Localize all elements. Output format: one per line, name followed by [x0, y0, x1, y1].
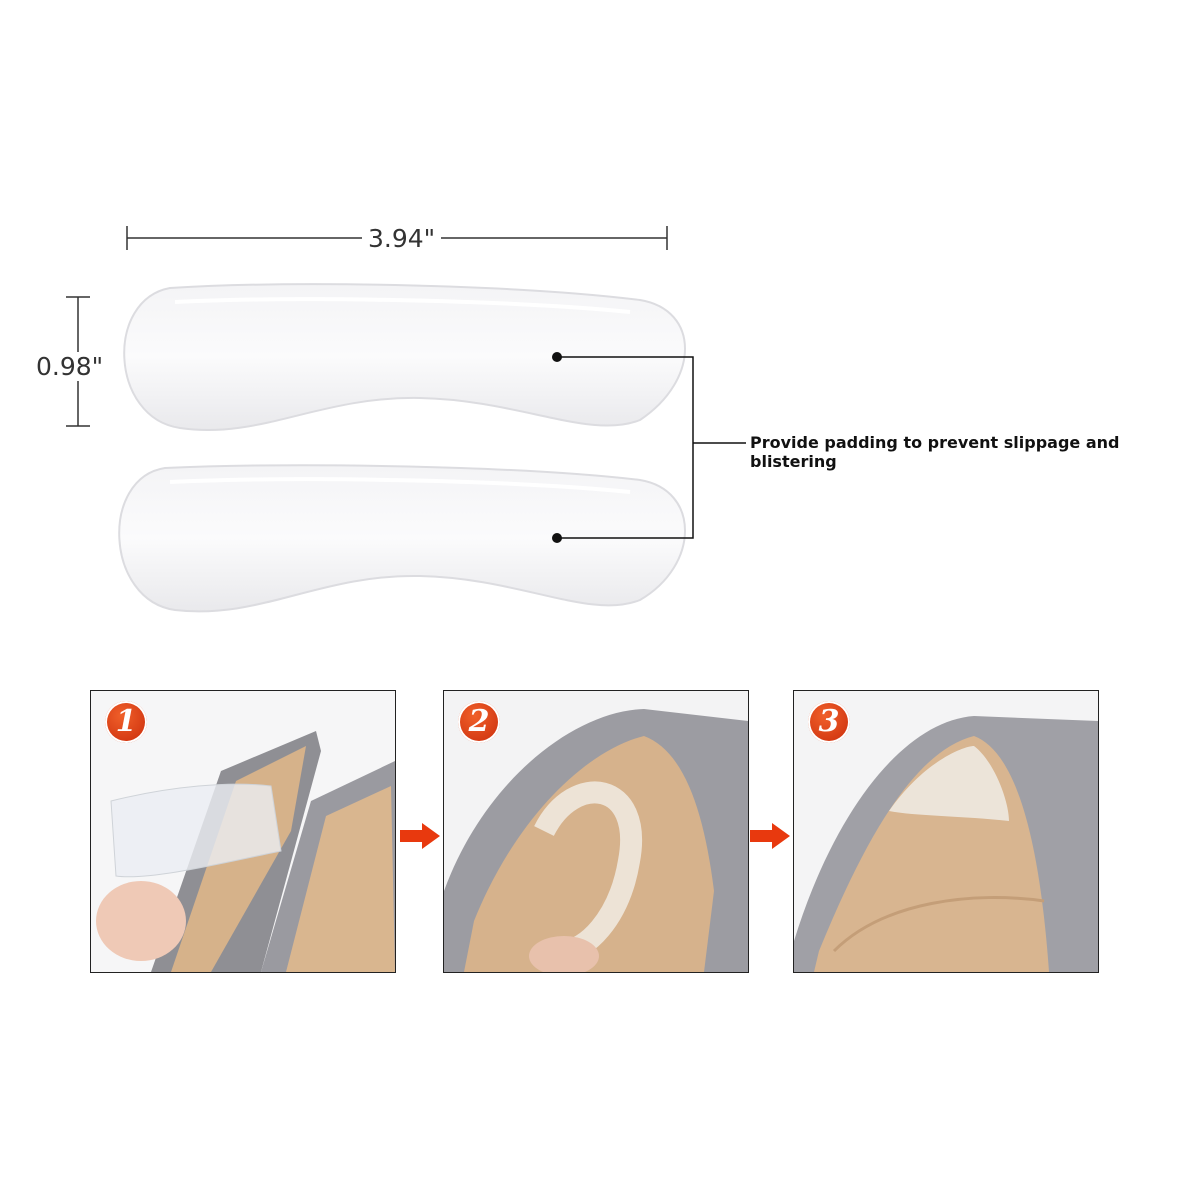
- gel-pad-top: [123, 283, 686, 432]
- length-label: 3.94": [362, 224, 442, 253]
- step-3-image: [794, 691, 1098, 972]
- step-2-image: [444, 691, 748, 972]
- gel-pad-bottom: [118, 464, 686, 613]
- arrow-right-icon: [750, 823, 790, 849]
- height-label: 0.98": [36, 352, 104, 381]
- arrow-right-icon: [400, 823, 440, 849]
- callout-leader-lines: [557, 356, 746, 539]
- product-diagram: [66, 226, 746, 613]
- step-1-panel: 1: [90, 690, 396, 973]
- step-1-image: [91, 691, 395, 972]
- step-3-panel: 3: [793, 690, 1099, 973]
- feature-callout: Provide padding to prevent slippage and …: [750, 433, 1120, 471]
- step-3-badge: 3: [808, 701, 850, 743]
- step-2-panel: 2: [443, 690, 749, 973]
- step-2-badge: 2: [458, 701, 500, 743]
- step-1-badge: 1: [105, 701, 147, 743]
- callout-dot-top: [552, 352, 562, 362]
- callout-dot-bottom: [552, 533, 562, 543]
